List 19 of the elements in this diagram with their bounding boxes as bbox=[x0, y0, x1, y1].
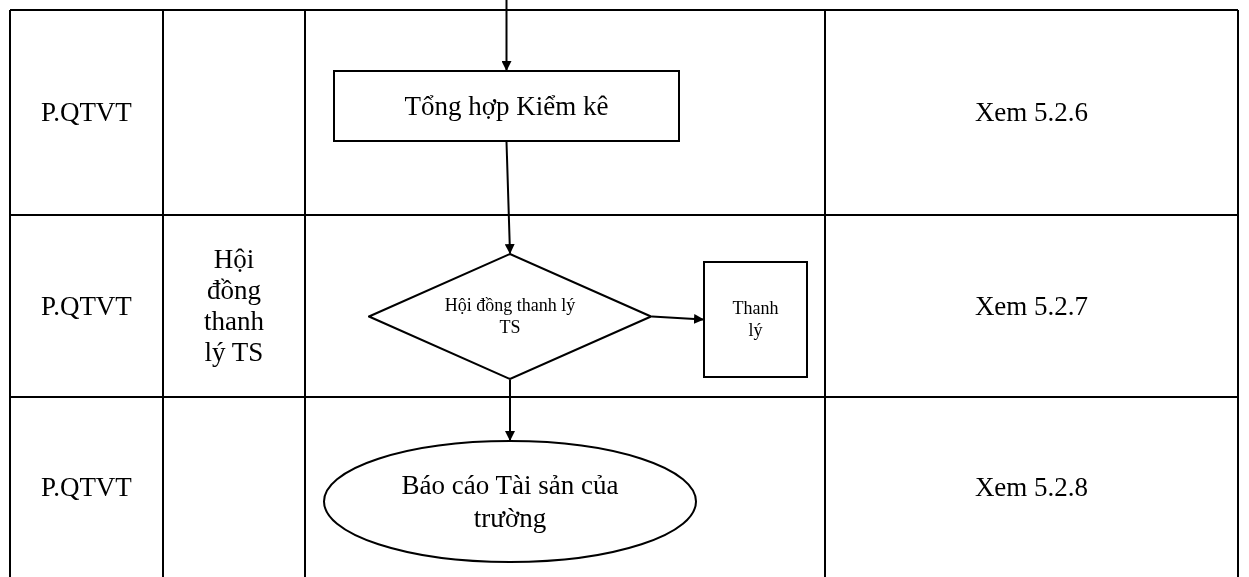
terminal-ellipse bbox=[323, 440, 697, 563]
decision-diamond bbox=[368, 253, 652, 380]
participant-cell-text: Hội đồng thanh lý TS bbox=[203, 243, 265, 369]
node-text: Tổng hợp Kiểm kê bbox=[403, 89, 610, 123]
node-text: Báo cáo Tài sản của trường bbox=[400, 469, 620, 534]
department-cell: P.QTVT bbox=[41, 97, 132, 128]
arrow bbox=[504, 141, 515, 254]
reference-cell: Xem 5.2.7 bbox=[974, 290, 1089, 322]
action-box bbox=[703, 261, 808, 378]
arrow bbox=[651, 314, 704, 324]
node-text: Hội đồng thanh lý TS bbox=[443, 294, 577, 339]
arrow bbox=[505, 379, 515, 441]
department-cell: P.QTVT bbox=[41, 290, 132, 322]
department-cell: P.QTVT bbox=[41, 471, 132, 503]
reference-cell: Xem 5.2.6 bbox=[974, 97, 1089, 128]
arrow bbox=[501, 0, 512, 71]
process-box bbox=[333, 70, 680, 142]
reference-cell: Xem 5.2.8 bbox=[974, 471, 1089, 503]
node-text: Thanh lý bbox=[731, 297, 780, 342]
